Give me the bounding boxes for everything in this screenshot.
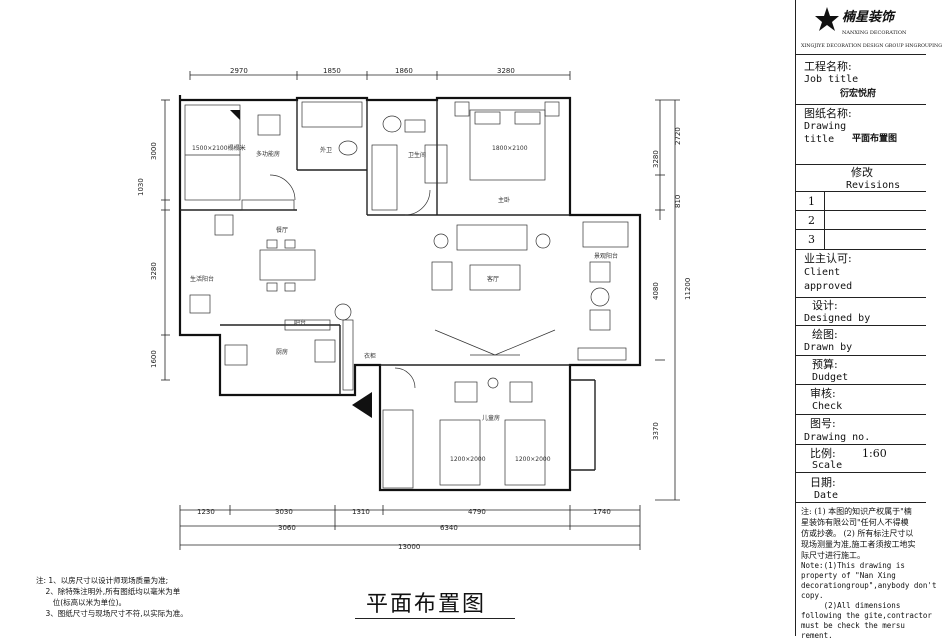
room-label-master: 主卧	[498, 196, 510, 204]
room-label-wc-in: 卫生间	[408, 151, 426, 159]
check-en: Check	[812, 401, 843, 412]
bottom-dim-2: 3030	[275, 508, 293, 516]
revision-number: 2	[808, 214, 815, 227]
budget-cell: 预算: Dudget	[796, 356, 926, 385]
room-label-wardrobe: 衣柜	[364, 352, 376, 360]
budget-zh: 预算:	[812, 358, 838, 371]
client-approved-en2: approved	[804, 281, 853, 292]
drawing-title-en2: title	[804, 134, 835, 145]
scale-en: Scale	[812, 460, 843, 471]
right-dim-2: 3280	[652, 150, 660, 168]
drawn-by-cell: 绘图: Drawn by	[796, 326, 926, 356]
room-label-view-balcony: 景观阳台	[594, 252, 618, 260]
revision-divider	[824, 211, 825, 230]
room-label-life-balcony: 生活阳台	[190, 275, 214, 283]
title-block: 楠星装饰 NANXING DECORATION XINGJIYE DECORAT…	[795, 0, 942, 640]
room-label-master-bed: 1800×2100	[492, 145, 528, 152]
room-label-kitchen: 厨房	[276, 348, 288, 356]
date-cell: 日期: Date	[796, 473, 926, 503]
room-label-multi: 多功能房	[256, 150, 280, 158]
job-title-cell: 工程名称: Job title 衍宏悦府	[796, 55, 926, 105]
revision-row-3: 3	[796, 230, 926, 250]
date-en: Date	[814, 490, 839, 501]
bottom-dim-6: 3060	[278, 524, 296, 532]
left-dim-3: 3280	[150, 262, 158, 280]
drawing-title-cell: 图纸名称: Drawing title 平面布置图	[796, 105, 926, 165]
plan-footnotes: 注: 1、以房尺寸以设计师现场质量为准; 2、除特殊注明外,所有图纸均以毫米为单…	[36, 576, 188, 618]
left-dim-2: 1030	[137, 178, 145, 196]
top-dim-4: 3280	[497, 67, 515, 75]
bottom-dim-total: 13000	[398, 543, 420, 551]
right-dim-6: 3370	[652, 422, 660, 440]
drawn-by-zh: 绘图:	[812, 328, 838, 341]
revisions-zh: 修改	[851, 166, 873, 179]
room-label-dining: 餐厅	[276, 226, 288, 234]
bottom-dim-3: 1310	[352, 508, 370, 516]
revision-number: 1	[808, 195, 815, 208]
client-approved-zh: 业主认可:	[804, 252, 852, 265]
top-dim-3: 1860	[395, 67, 413, 75]
top-dim-2: 1850	[323, 67, 341, 75]
revisions-en: Revisions	[846, 180, 901, 191]
job-title-value: 衍宏悦府	[840, 89, 877, 99]
bottom-dim-4: 4790	[468, 508, 486, 516]
bottom-dim-5: 1740	[593, 508, 611, 516]
revision-row-2: 2	[796, 211, 926, 230]
designed-by-en: Designed by	[804, 313, 871, 324]
check-zh: 审核:	[810, 387, 836, 400]
revision-divider	[824, 230, 825, 250]
room-label-wc-out: 外卫	[320, 146, 332, 154]
revision-number: 3	[808, 233, 815, 246]
room-label-tatami: 1500×2100榻榻米	[192, 144, 246, 152]
company-tagline: XINGJIYE DECORATION DESIGN GROUP HNGROUP…	[801, 44, 942, 49]
drawing-title-en1: Drawing	[804, 121, 847, 132]
right-dim-3: 810	[674, 195, 682, 208]
revision-row-1: 1	[796, 192, 926, 211]
job-title-en: Job title	[804, 74, 859, 85]
client-approved-cell: 业主认可: Client approved	[796, 250, 926, 298]
left-dim-1: 3000	[150, 142, 158, 160]
drawing-title-value: 平面布置图	[852, 134, 898, 144]
plan-title: 平面布置图	[366, 592, 487, 617]
drawing-no-zh: 图号:	[810, 417, 836, 430]
room-label-kids: 儿童房	[482, 414, 500, 422]
room-label-kbed2: 1200×2000	[515, 456, 551, 463]
room-label-living: 客厅	[487, 275, 499, 283]
check-cell: 审核: Check	[796, 385, 926, 415]
star-logo-icon	[815, 7, 839, 31]
right-dim-1: 2720	[674, 127, 682, 145]
scale-cell: 比例: 1:60 Scale	[796, 445, 926, 473]
designed-by-cell: 设计: Designed by	[796, 298, 926, 326]
date-zh: 日期:	[810, 476, 836, 489]
company-logo-cell: 楠星装饰 NANXING DECORATION XINGJIYE DECORAT…	[796, 0, 942, 55]
revisions-header-cell: 修改 Revisions	[796, 165, 926, 192]
budget-en: Dudget	[812, 372, 849, 383]
floor-plan: 2970 1850 1860 3280 3000 1030 3280 1600 …	[137, 67, 692, 551]
left-dim-4: 1600	[150, 350, 158, 368]
scale-value: 1:60	[862, 447, 887, 460]
scale-zh: 比例:	[810, 447, 836, 460]
drawn-by-en: Drawn by	[804, 342, 853, 353]
bottom-dim-7: 6340	[440, 524, 458, 532]
client-approved-en1: Client	[804, 267, 841, 278]
copyright-notes-zh: 注: (1) 本图的知识产权属于"楠 星装饰有限公司"任何人不得模 仿或抄袭。 …	[801, 507, 916, 560]
copyright-notes-en: Note:(1)This drawing is property of "Nan…	[801, 561, 937, 640]
company-logo-sub: NANXING DECORATION	[842, 30, 907, 36]
revision-divider	[824, 192, 825, 211]
drawing-no-cell: 图号: Drawing no.	[796, 415, 926, 445]
drawing-no-en: Drawing no.	[804, 432, 871, 443]
plan-title-underline	[355, 618, 515, 619]
company-logo-name: 楠星装饰	[842, 10, 895, 25]
drawing-title-zh: 图纸名称:	[804, 107, 852, 120]
right-dim-4: 4080	[652, 282, 660, 300]
room-label-kbed1: 1200×2000	[450, 456, 486, 463]
room-label-bar: 吧台	[294, 319, 306, 327]
bottom-dim-1: 1230	[197, 508, 215, 516]
job-title-zh: 工程名称:	[804, 60, 852, 73]
designed-by-zh: 设计:	[812, 299, 838, 312]
top-dim-1: 2970	[230, 67, 248, 75]
right-dim-5: 11200	[684, 278, 692, 300]
